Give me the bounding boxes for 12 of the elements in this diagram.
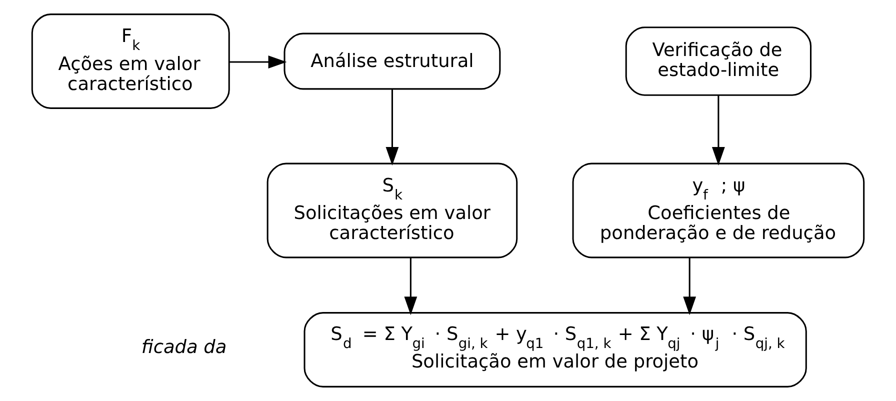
arrow — [386, 89, 399, 166]
node-box: Verificação de estado-limite — [625, 26, 812, 96]
node-box: S$_{d}$ = Σ Y$_{gi}$ · S$_{gi, k}$ + y$_{q1}$ · S$_{q1, k}$ + Σ Y$_{qj}$ · ψ$_{j}$ · S$_{qj, k}$ Solicitação em valor de projeto — [304, 312, 807, 388]
arrow — [683, 258, 696, 316]
arrow — [230, 56, 287, 68]
arrow — [404, 258, 418, 316]
arrow — [712, 95, 725, 166]
node-box: Análise estrutural — [284, 32, 501, 90]
node-box: F$_{k}$ Ações em valor característico — [31, 14, 230, 109]
label: ficada da — [141, 336, 227, 358]
node-box: S$_{k}$ Solicitações em valor característico — [266, 162, 518, 258]
node-box: y$_{f}$ ; ψ Coeficientes de ponderação e de redução — [572, 162, 865, 258]
